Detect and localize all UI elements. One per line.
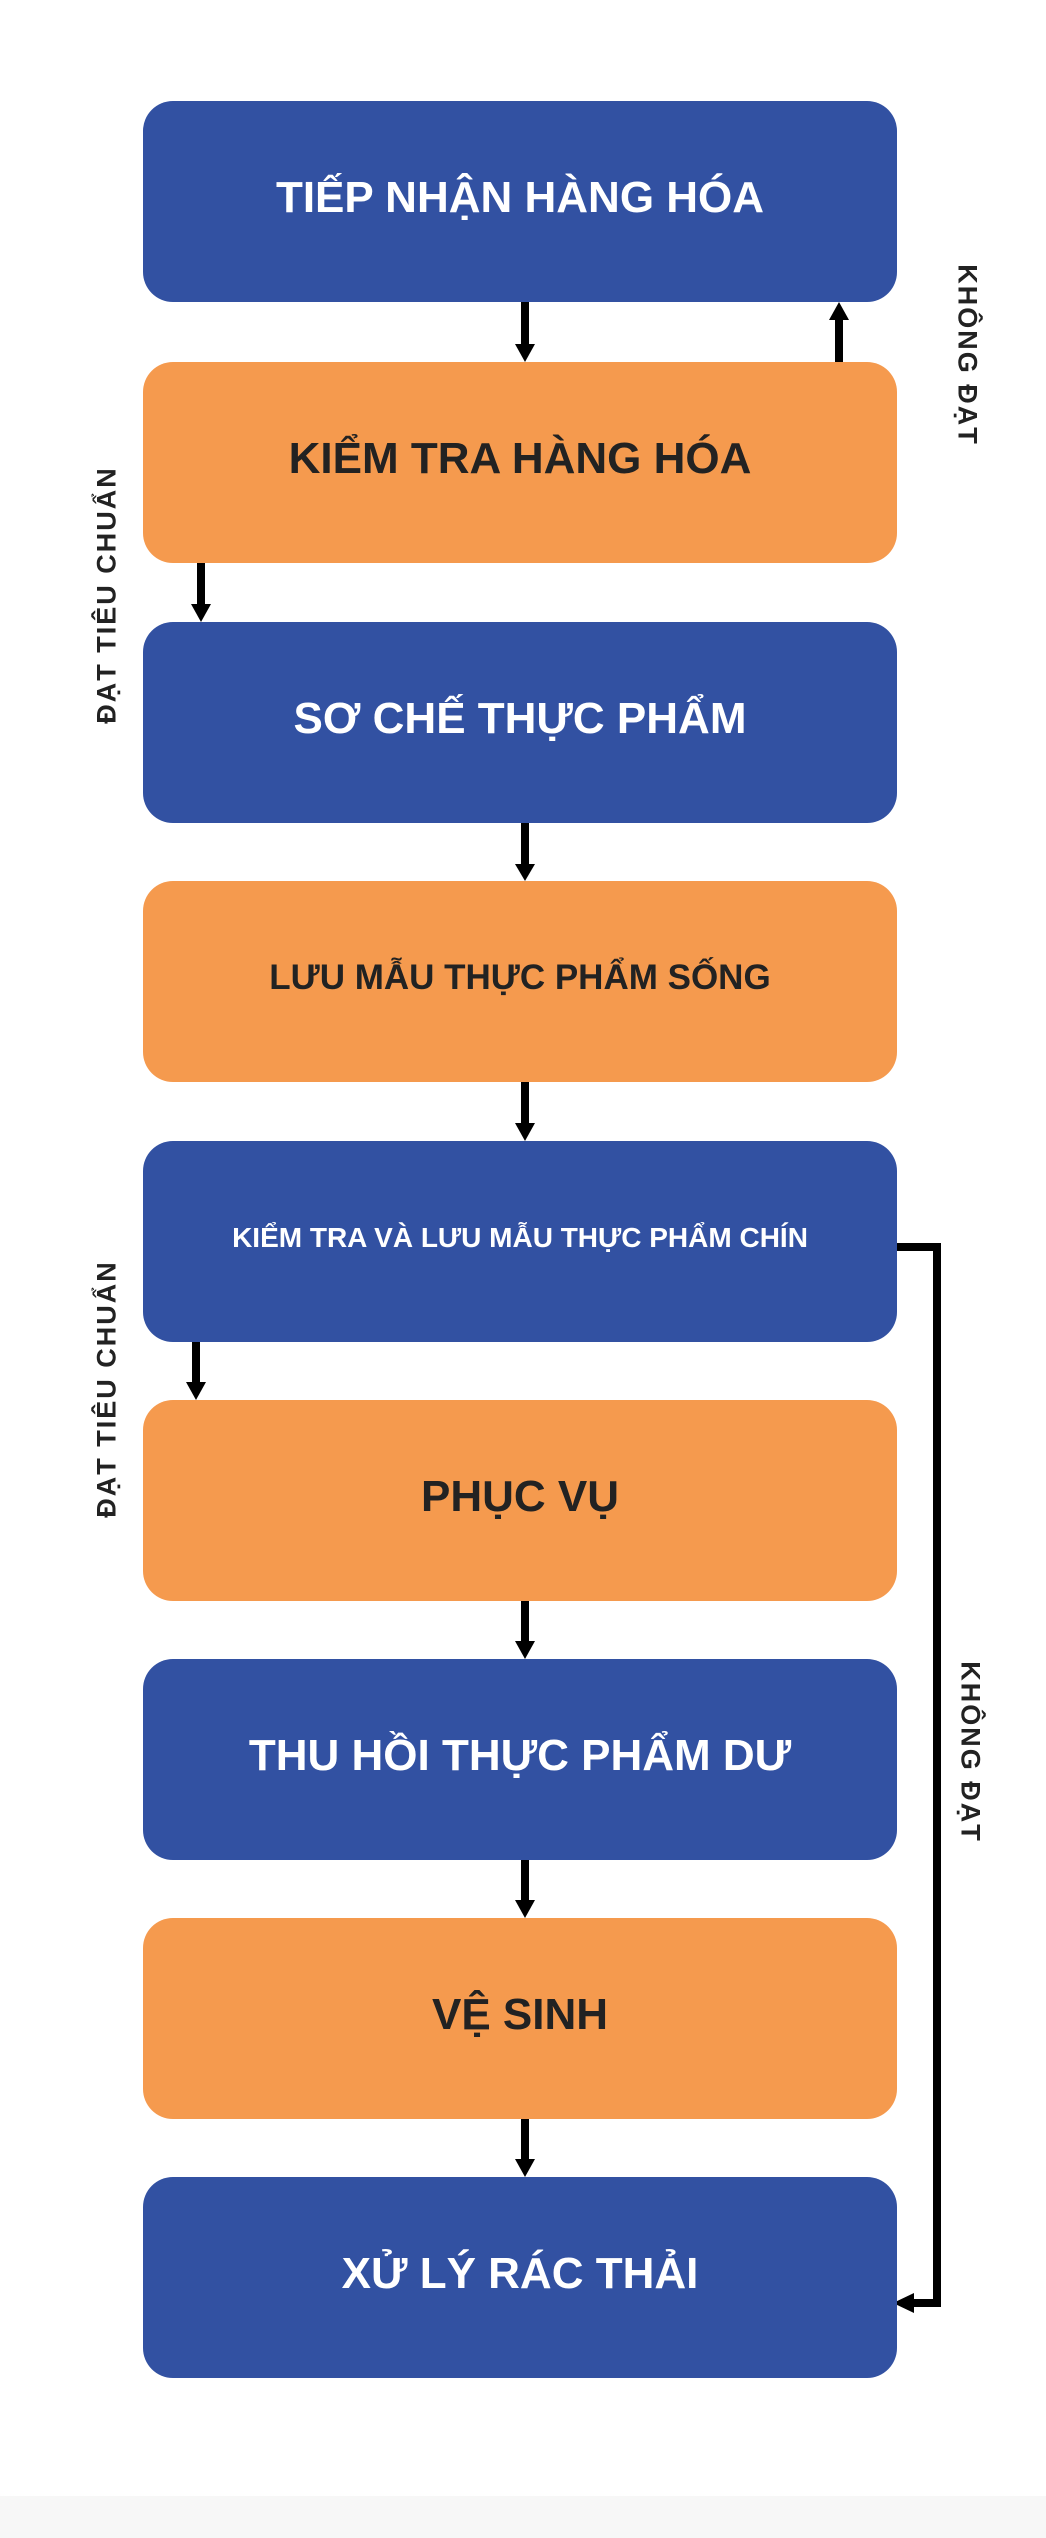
arrowhead bbox=[186, 1382, 206, 1400]
step-cooked-food-check: KIỂM TRA VÀ LƯU MẪU THỰC PHẨM CHÍN bbox=[143, 1141, 897, 1342]
edge-label-fail-2: KHÔNG ĐẠT bbox=[955, 1661, 986, 1843]
arrowhead bbox=[515, 864, 535, 881]
edge-label-fail-1: KHÔNG ĐẠT bbox=[952, 264, 983, 446]
step-label: KIỂM TRA HÀNG HÓA bbox=[288, 433, 752, 483]
edge-label-pass-1: ĐẠT TIÊU CHUẨN bbox=[91, 466, 122, 724]
step-label: THU HỒI THỰC PHẨM DƯ bbox=[248, 1730, 792, 1780]
arrowhead bbox=[515, 344, 535, 362]
step-label: PHỤC VỤ bbox=[420, 1471, 620, 1521]
footer-bar bbox=[0, 2496, 1046, 2538]
arrowhead bbox=[515, 1123, 535, 1141]
arrow-cooked-to-waste-fail bbox=[897, 1243, 941, 2307]
step-waste-disposal: XỬ LÝ RÁC THẢI bbox=[143, 2177, 897, 2378]
step-cleaning: VỆ SINH bbox=[143, 1918, 897, 2119]
step-raw-food-sample: LƯU MẪU THỰC PHẨM SỐNG bbox=[143, 881, 897, 1082]
step-label: VỆ SINH bbox=[431, 1989, 609, 2039]
arrowhead bbox=[829, 302, 849, 320]
edge-label-pass-2: ĐẠT TIÊU CHUẨN bbox=[91, 1260, 122, 1518]
arrowhead bbox=[515, 2159, 535, 2177]
step-label: SƠ CHẾ THỰC PHẨM bbox=[293, 693, 747, 743]
arrowhead bbox=[515, 1641, 535, 1659]
step-serve: PHỤC VỤ bbox=[143, 1400, 897, 1601]
arrowhead bbox=[515, 1900, 535, 1918]
step-label: LƯU MẪU THỰC PHẨM SỐNG bbox=[269, 957, 771, 997]
step-food-prep: SƠ CHẾ THỰC PHẨM bbox=[143, 622, 897, 823]
step-collect-leftovers: THU HỒI THỰC PHẨM DƯ bbox=[143, 1659, 897, 1860]
arrowhead bbox=[191, 604, 211, 622]
step-label: TIẾP NHẬN HÀNG HÓA bbox=[275, 172, 765, 222]
step-label: XỬ LÝ RÁC THẢI bbox=[341, 2248, 699, 2298]
step-check-goods: KIỂM TRA HÀNG HÓA bbox=[143, 362, 897, 563]
arrowhead bbox=[893, 2293, 914, 2313]
step-label: KIỂM TRA VÀ LƯU MẪU THỰC PHẨM CHÍN bbox=[232, 1221, 808, 1253]
step-receive-goods: TIẾP NHẬN HÀNG HÓA bbox=[143, 101, 897, 302]
